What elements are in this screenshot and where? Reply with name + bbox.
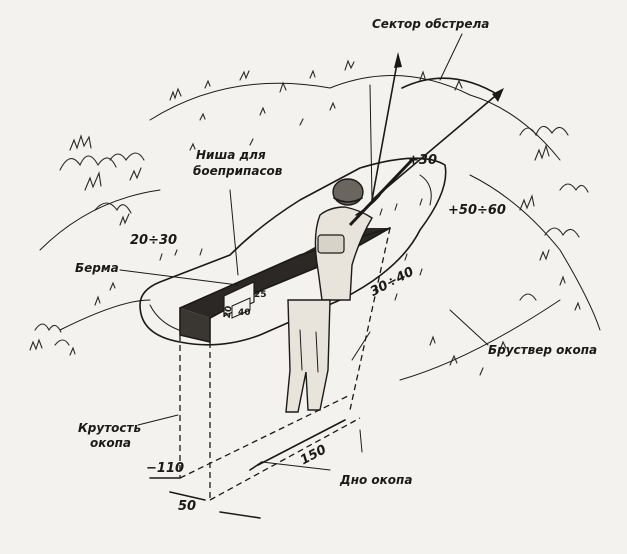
soldier-figure xyxy=(285,158,414,413)
ammo-niche: 25 40 20 xyxy=(223,281,267,319)
niche-depth-label: 20 xyxy=(223,305,235,319)
niche-width-label: 40 xyxy=(238,308,251,318)
labels: Сектор обстрела Ниша для боеприпасов Бер… xyxy=(75,17,597,487)
berm-width-value: 20÷30 xyxy=(130,233,177,248)
niche-label-line2: боеприпасов xyxy=(193,164,283,178)
fire-sector xyxy=(369,33,504,201)
rear-width-value: 30÷40 xyxy=(368,264,417,299)
slope-label-line2: окопа xyxy=(90,436,131,450)
parapet-front-value: +30 xyxy=(408,153,437,168)
slope-label-line1: Крутость xyxy=(78,421,141,435)
parapet-label: Бруствер окопа xyxy=(488,343,597,357)
niche-label-line1: Ниша для xyxy=(196,148,266,162)
vegetation xyxy=(29,59,589,376)
parapet-width-value: +50÷60 xyxy=(448,203,506,218)
bottom-label: Дно окопа xyxy=(339,473,412,487)
leader-lines xyxy=(119,189,489,471)
berm-label: Берма xyxy=(75,261,119,275)
length-value: 150 xyxy=(298,442,329,468)
bottom-width-value: 50 xyxy=(178,499,196,514)
niche-height-label: 25 xyxy=(254,290,267,300)
sector-label: Сектор обстрела xyxy=(372,17,489,31)
depth-value: −110 xyxy=(146,461,184,476)
dimension-lines xyxy=(149,227,391,519)
terrain xyxy=(39,75,601,381)
